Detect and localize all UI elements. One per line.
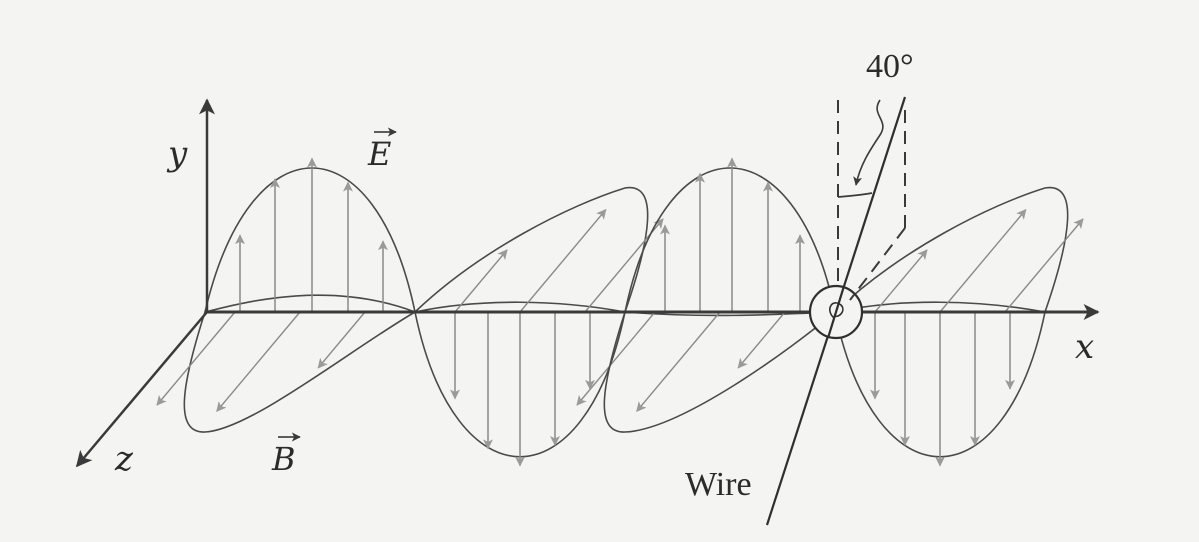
angle-label: 40° <box>866 48 914 85</box>
parallel-dashed-diagonal <box>849 227 906 301</box>
angle-arc <box>837 192 873 198</box>
b-field-lobe-4 <box>832 186 1069 314</box>
e-field-vectors <box>235 157 1015 467</box>
z-axis-label: z <box>114 439 134 479</box>
b-field-vectors <box>156 208 1084 412</box>
wire-label: Wire <box>685 466 752 503</box>
wire-line-front <box>826 285 846 339</box>
b-field-vector <box>939 208 1027 313</box>
b-field-vector <box>216 311 301 412</box>
b-field-vector <box>576 311 656 406</box>
b-field-vector <box>519 208 607 313</box>
b-field-label: B <box>271 432 301 478</box>
angle-reference <box>837 99 906 301</box>
b-field-label-text: B <box>271 440 296 478</box>
wire-curl-icon <box>829 302 844 319</box>
b-field-vector <box>874 249 928 313</box>
b-field-vector <box>156 311 236 406</box>
x-axis-label: x <box>1075 327 1094 367</box>
b-field-vector <box>737 311 786 369</box>
b-field-lobe-3 <box>603 311 838 433</box>
b-field-wave <box>156 186 1084 433</box>
e-field-label: E <box>367 127 397 173</box>
wire <box>765 96 907 526</box>
b-field-vector <box>1004 218 1084 313</box>
b-field-vector <box>454 249 508 313</box>
b-field-vector <box>317 311 366 369</box>
b-field-lobe-1 <box>183 294 417 433</box>
b-field-vector <box>636 311 721 412</box>
angle-pointer <box>853 99 884 186</box>
b-field-lobe-2 <box>412 186 649 314</box>
z-axis <box>75 311 208 468</box>
e-field-label-text: E <box>367 135 391 173</box>
y-axis-label: y <box>166 134 188 174</box>
